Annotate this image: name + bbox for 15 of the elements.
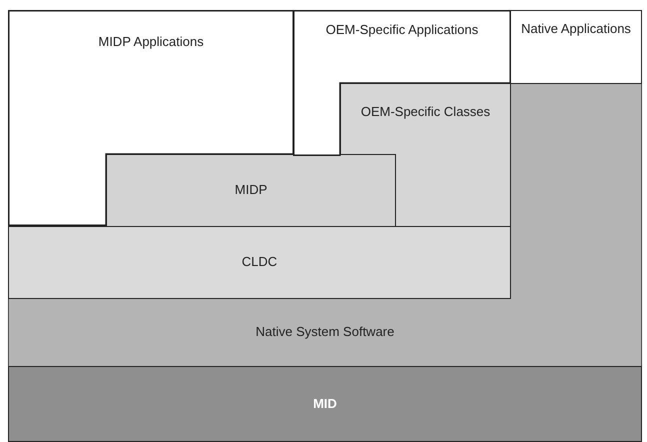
application-layer (8, 10, 294, 226)
device-layer (8, 366, 642, 442)
layer-label: CLDC (242, 253, 278, 272)
layer-label: OEM-Specific Classes (360, 103, 490, 121)
application-layer (510, 10, 642, 84)
system-software-layer (8, 83, 642, 367)
layer-label: MIDP (234, 181, 268, 200)
layer-label: Native Applications (521, 20, 631, 38)
layer-label: MIDP Applications (98, 33, 204, 51)
profile-layer (106, 154, 396, 227)
layer-label: MID (313, 394, 337, 413)
application-layer (293, 10, 511, 156)
layer-label: OEM-Specific Applications (326, 21, 478, 39)
layer-label: Native System Software (256, 323, 394, 342)
configuration-layer (8, 226, 511, 299)
